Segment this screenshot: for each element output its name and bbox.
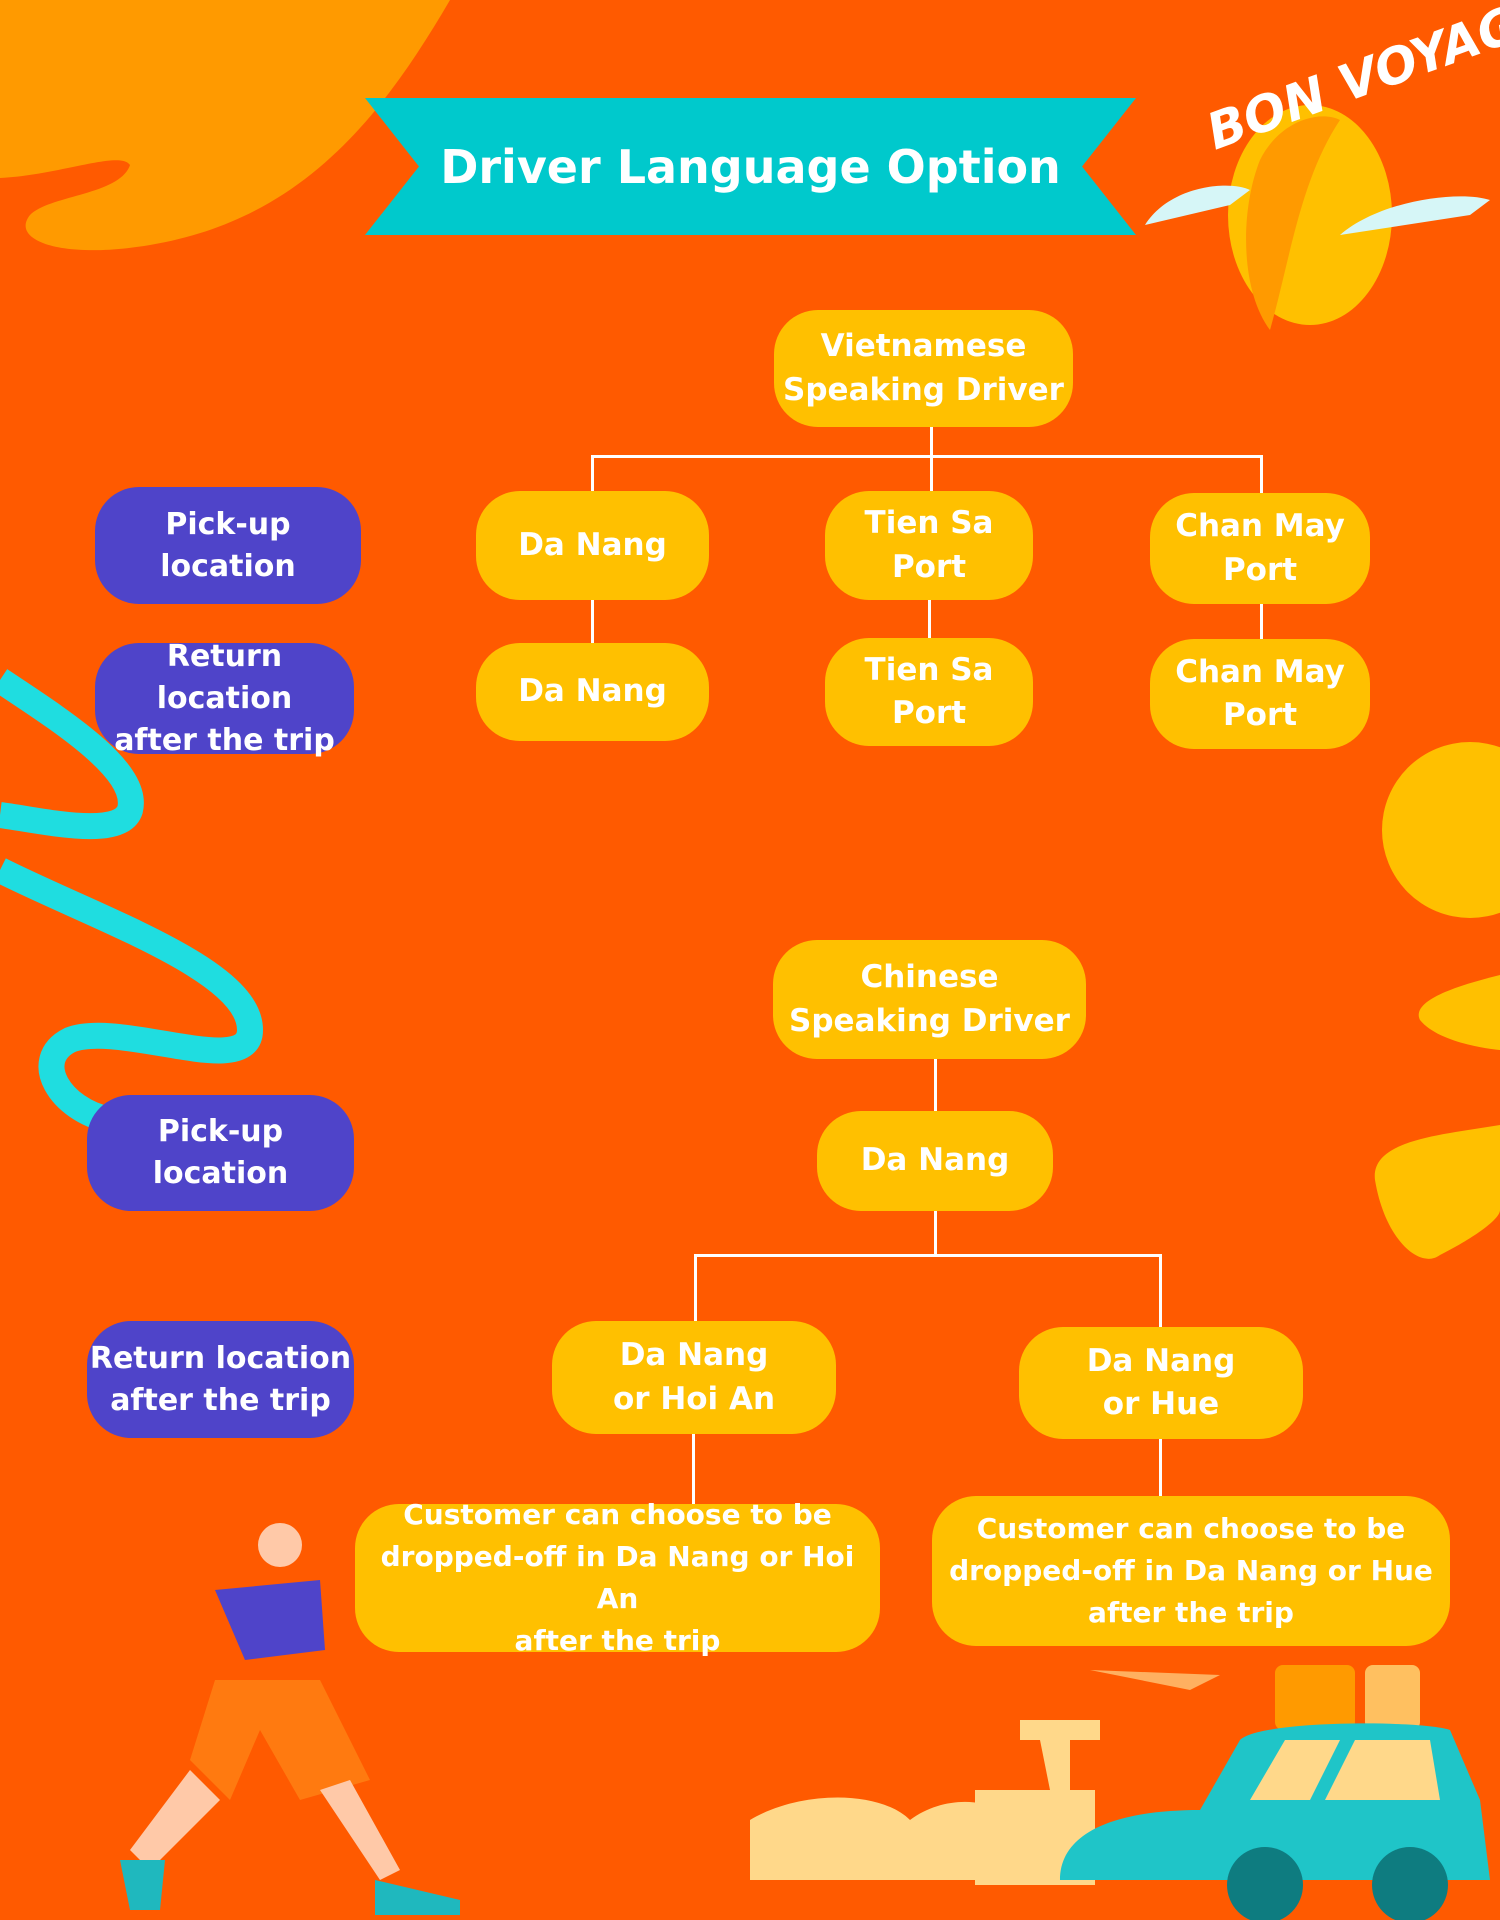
vietnamese-driver-node: Vietnamese Speaking Driver [774,310,1073,427]
cn-note-hoi-an: Customer can choose to be dropped-off in… [355,1498,880,1657]
hot-air-balloon-icon: BON VOYAGE [1145,0,1500,405]
page-title: Driver Language Option [440,139,1061,194]
leaf-decoration [1418,975,1500,1050]
connector-line [692,1434,695,1506]
airport-car-illustration [750,1665,1490,1920]
cn-return-da-nang-or-hoi-an: Da Nang or Hoi An [552,1321,836,1434]
planet-decoration [1382,742,1500,918]
vn-pickup-chan-may-port: Chan May Port [1150,493,1370,604]
chinese-driver-node: Chinese Speaking Driver [773,940,1086,1059]
leaf-decoration [1374,1125,1500,1259]
connector-line [1260,602,1263,640]
connector-line [591,598,594,644]
vn-pickup-label: Pick-up location [95,487,361,604]
cn-pickup-label: Pick-up location [87,1095,354,1211]
connector-line [591,455,594,495]
vn-return-chan-may-port: Chan May Port [1150,639,1370,749]
vn-return-label: Return location after the trip [95,639,354,758]
connector-line [694,1254,697,1322]
connector-line [1260,455,1263,495]
connector-line [934,1059,937,1113]
connector-line [1159,1254,1162,1328]
vn-return-da-nang: Da Nang [476,643,709,741]
traveler-illustration [120,1523,460,1915]
connector-line [934,1211,937,1256]
title-banner: Driver Language Option [365,98,1136,235]
wave-ribbon-decoration [0,669,144,840]
connector-line [591,455,1263,458]
cn-return-da-nang-or-hue: Da Nang or Hue [1019,1327,1303,1439]
vn-return-tien-sa-port: Tien Sa Port [825,638,1033,746]
vn-pickup-da-nang: Da Nang [476,491,709,600]
connector-line [1159,1439,1162,1497]
cn-note-hue: Customer can choose to be dropped-off in… [932,1496,1450,1646]
cn-pickup-da-nang: Da Nang [817,1111,1053,1211]
connector-line [928,598,931,640]
sun-blob-decoration [0,0,450,251]
connector-line [694,1254,1162,1257]
wave-ribbon-decoration [0,858,264,1133]
cn-return-label: Return location after the trip [87,1321,354,1438]
vn-pickup-tien-sa-port: Tien Sa Port [825,491,1033,600]
